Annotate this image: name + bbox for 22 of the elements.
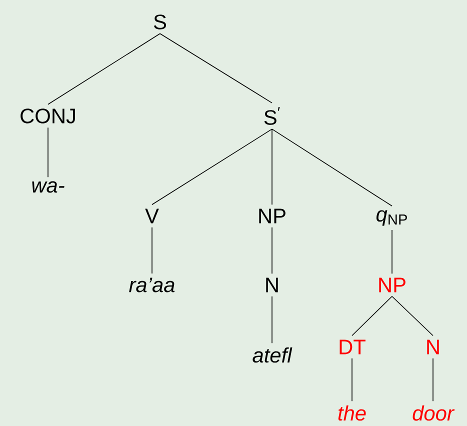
category-label: NP [259, 208, 286, 224]
tree-branch [352, 296, 392, 336]
category-label: N [266, 278, 278, 292]
tree-branch [272, 128, 392, 206]
category-label: V [145, 208, 159, 224]
category-label: CONJ [20, 108, 75, 124]
tree-branch [160, 33, 272, 104]
category-label: DT [340, 340, 366, 354]
category-label: q$_{NP}$ [376, 210, 407, 226]
category-label: N [427, 340, 439, 354]
category-label: NP [379, 278, 406, 292]
leaf-word: ra’aa [129, 278, 175, 292]
leaf-word: door [412, 405, 455, 421]
category-label: S [154, 14, 166, 30]
leaf-word: wa- [32, 181, 64, 193]
category-label: S$^{′}$ [264, 107, 280, 125]
tree-branch [152, 128, 272, 205]
tree-branch [432, 358, 434, 402]
tree-branch [48, 33, 160, 105]
tree-branch [392, 296, 434, 336]
leaf-word: the [338, 405, 366, 421]
leaf-word: atefl [252, 347, 292, 363]
